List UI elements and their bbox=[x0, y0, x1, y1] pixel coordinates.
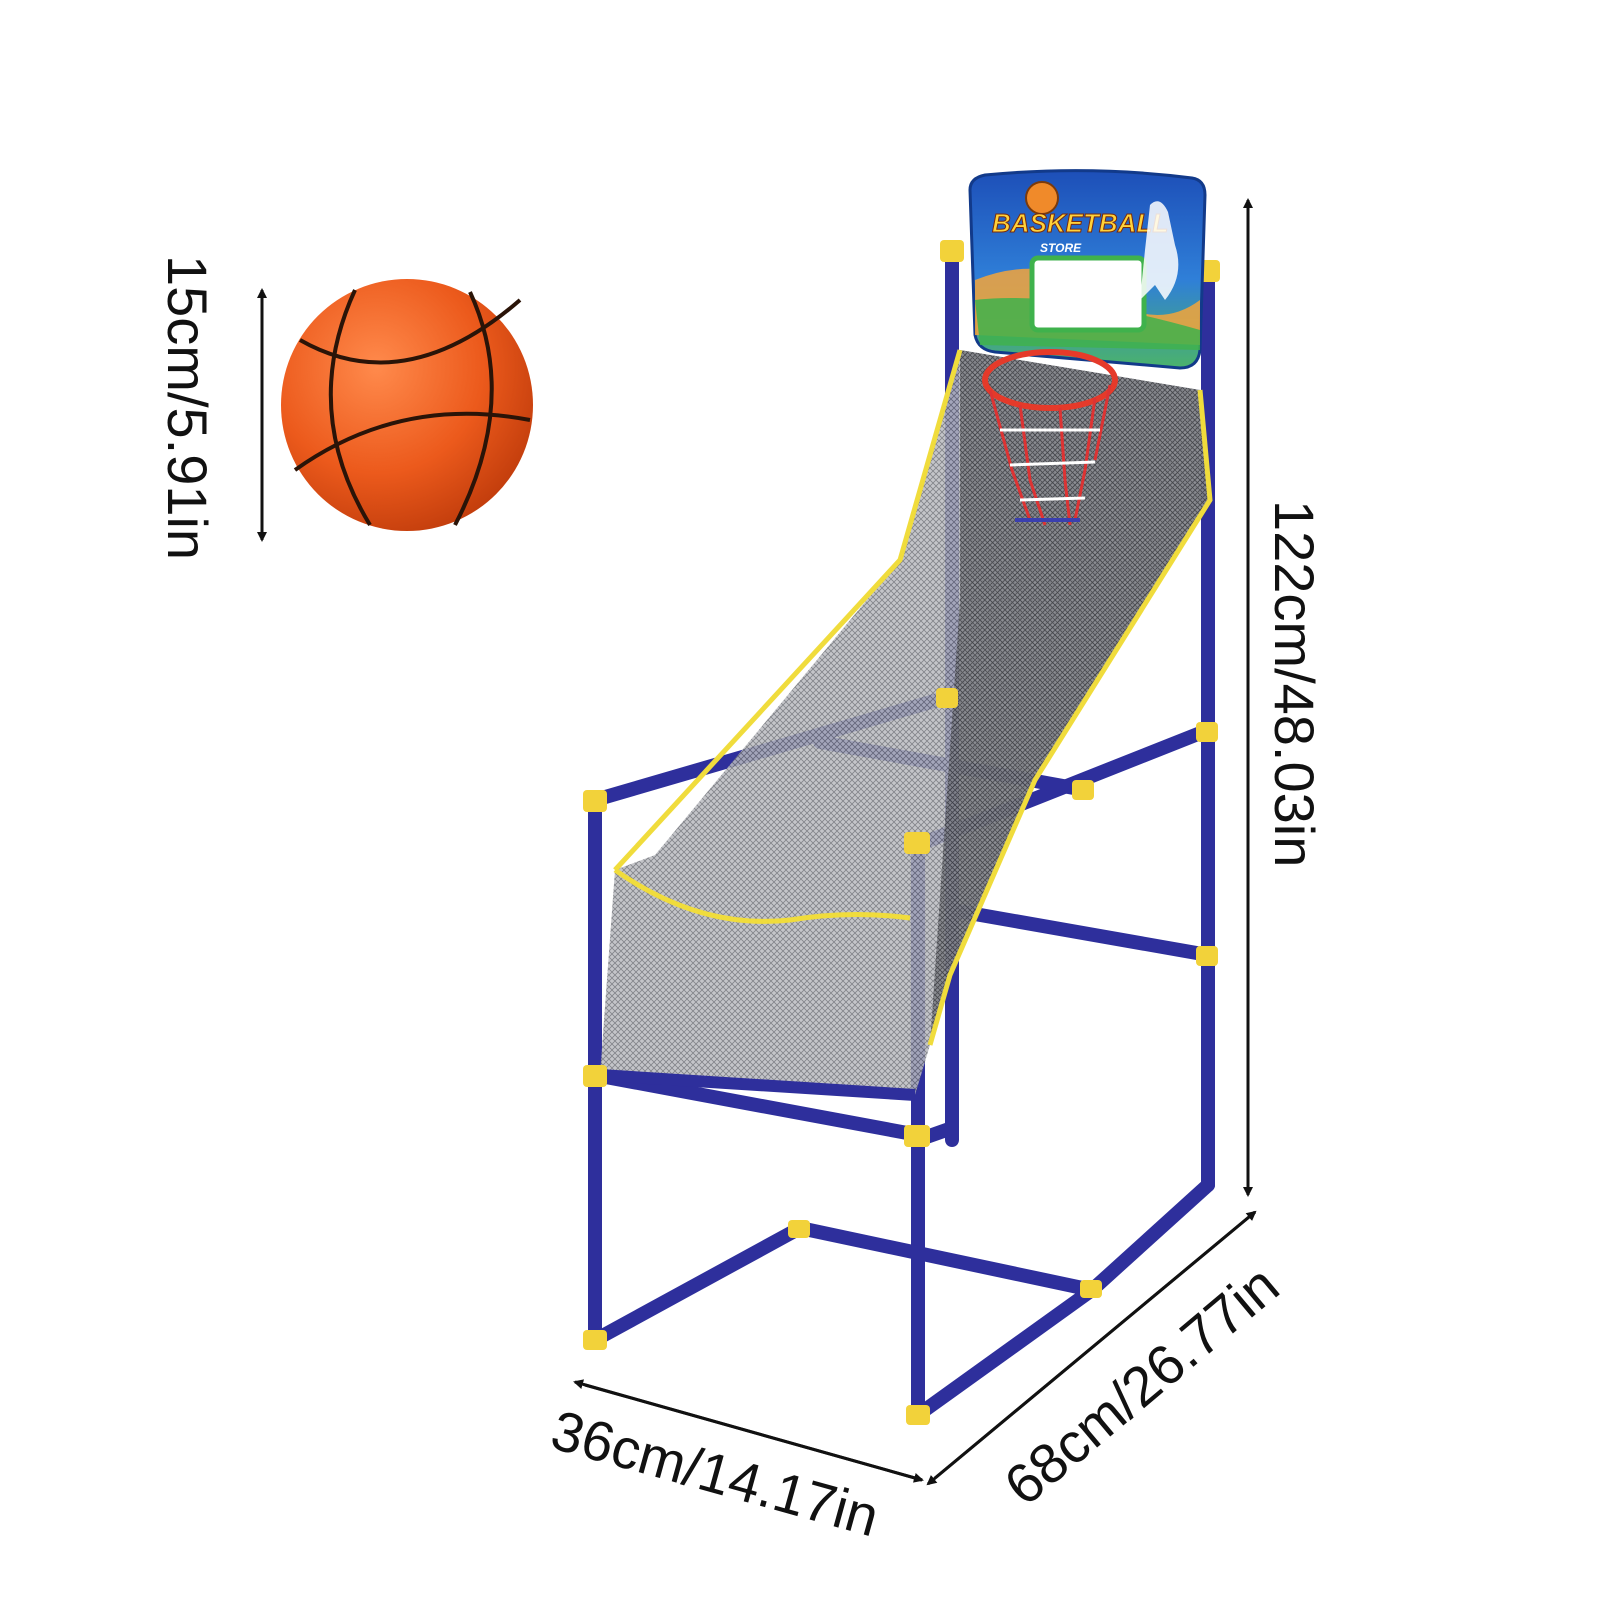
player-silhouette bbox=[1140, 201, 1179, 300]
ball-seam bbox=[453, 291, 494, 526]
ball-seam bbox=[328, 289, 372, 527]
ball-body bbox=[281, 279, 533, 531]
basketball bbox=[281, 279, 533, 531]
backboard-logo-line2: STORE bbox=[1040, 241, 1082, 255]
backboard: BASKETBALL STORE bbox=[968, 169, 1207, 370]
logo-ball-icon bbox=[1025, 181, 1059, 215]
hoop-rim-and-net bbox=[982, 349, 1118, 526]
height-dimension-label: 122cm/48.03in bbox=[1263, 500, 1326, 867]
ball-dimension-label: 15cm/5.91in bbox=[156, 255, 219, 560]
backboard-target-square bbox=[1029, 255, 1147, 333]
depth-dimension-label: 68cm/26.77in bbox=[992, 1253, 1290, 1517]
ball-seam bbox=[293, 411, 531, 472]
ball-seam bbox=[299, 298, 522, 365]
backboard-logo-line1: BASKETBALL bbox=[992, 208, 1168, 238]
ball-return-net bbox=[599, 349, 1213, 1101]
